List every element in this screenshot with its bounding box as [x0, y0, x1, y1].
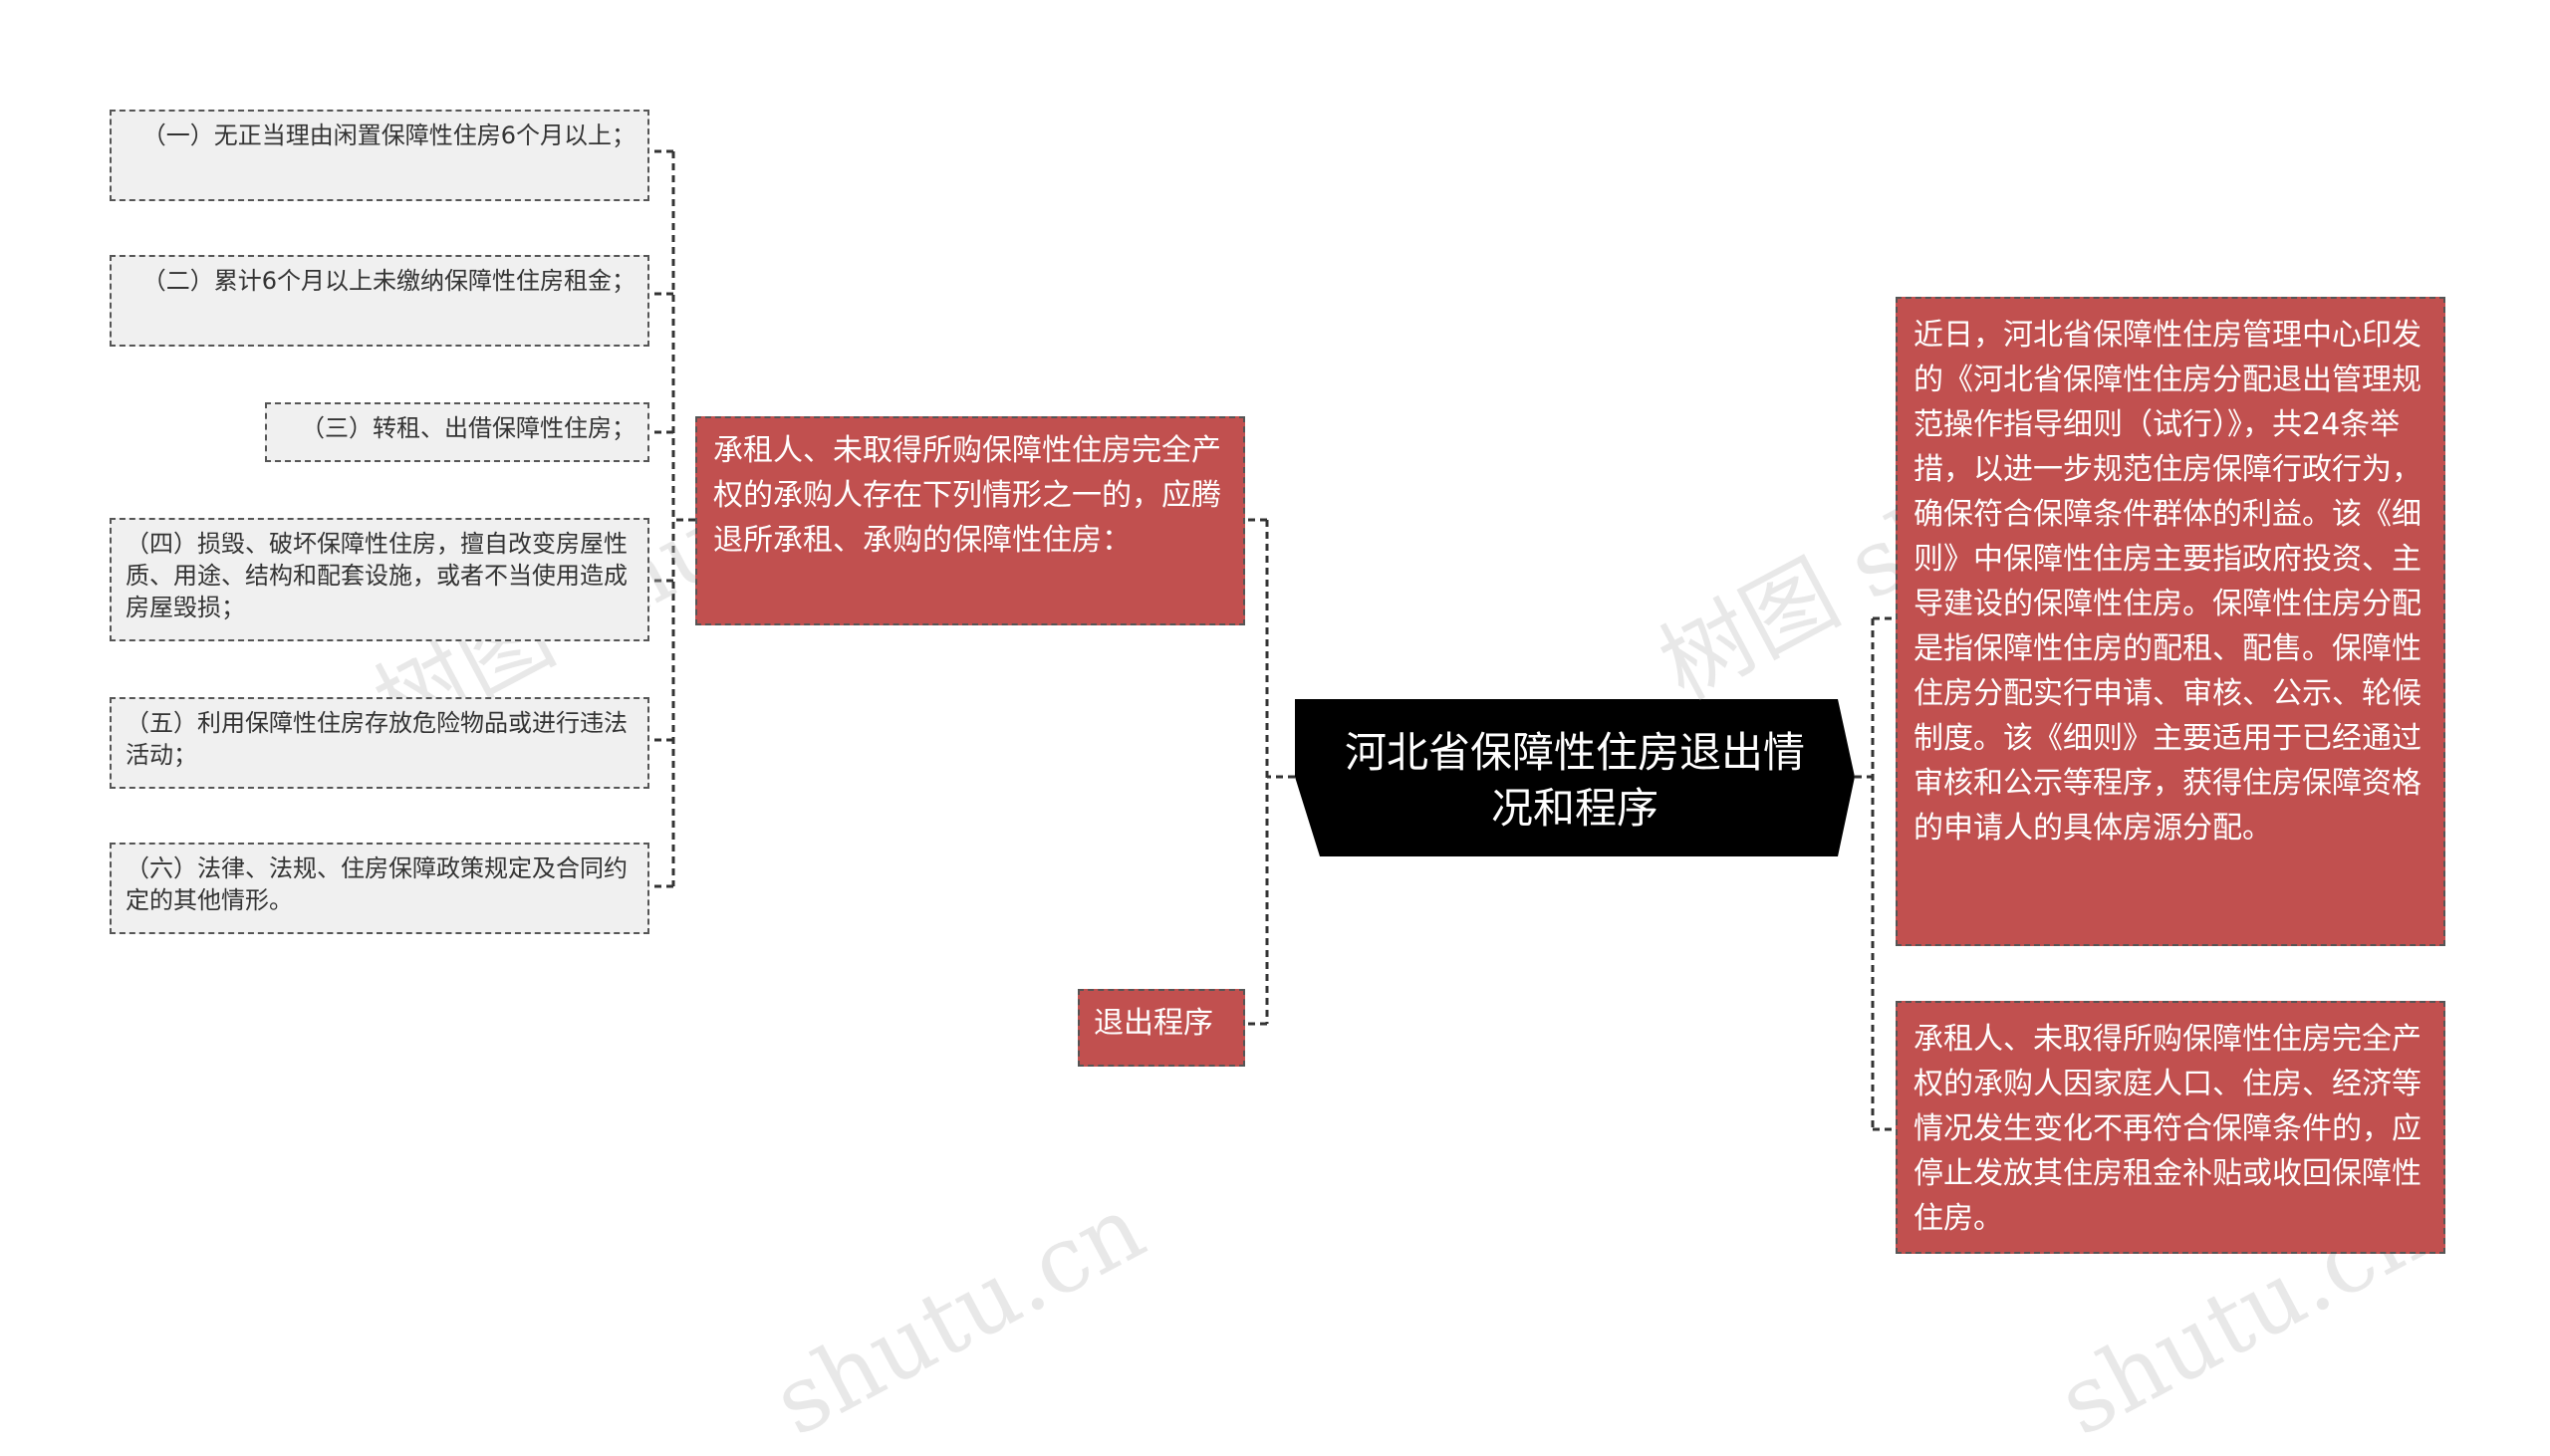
condition-item-5[interactable]: （五）利用保障性住房存放危险物品或进行违法活动； — [110, 697, 649, 789]
leaf-trunk-line — [671, 151, 695, 886]
condition-item-4[interactable]: （四）损毁、破坏保障性住房，擅自改变房屋性质、用途、结构和配套设施，或者不当使用… — [110, 518, 649, 641]
root-node-shape — [1295, 699, 1855, 856]
exit-procedure-topic[interactable]: 退出程序 — [1078, 989, 1245, 1067]
condition-item-1[interactable]: （一）无正当理由闲置保障性住房6个月以上； — [110, 110, 649, 201]
stop-subsidy-topic[interactable]: 承租人、未取得所购保障性住房完全产权的承购人因家庭人口、住房、经济等情况发生变化… — [1896, 1001, 2445, 1254]
condition-item-2[interactable]: （二）累计6个月以上未缴纳保障性住房租金； — [110, 255, 649, 347]
condition-item-3[interactable]: （三）转租、出借保障性住房； — [265, 402, 649, 462]
intro-topic[interactable]: 近日，河北省保障性住房管理中心印发的《河北省保障性住房分配退出管理规范操作指导细… — [1896, 297, 2445, 946]
connector-lines — [649, 149, 1896, 1131]
root-node[interactable]: 河北省保障性住房退出情况和程序 — [1295, 699, 1855, 856]
root-title: 河北省保障性住房退出情况和程序 — [1344, 728, 1805, 833]
condition-item-6[interactable]: （六）法律、法规、住房保障政策规定及合同约定的其他情形。 — [110, 843, 649, 934]
conditions-topic[interactable]: 承租人、未取得所购保障性住房完全产权的承购人存在下列情形之一的，应腾退所承租、承… — [695, 416, 1245, 625]
